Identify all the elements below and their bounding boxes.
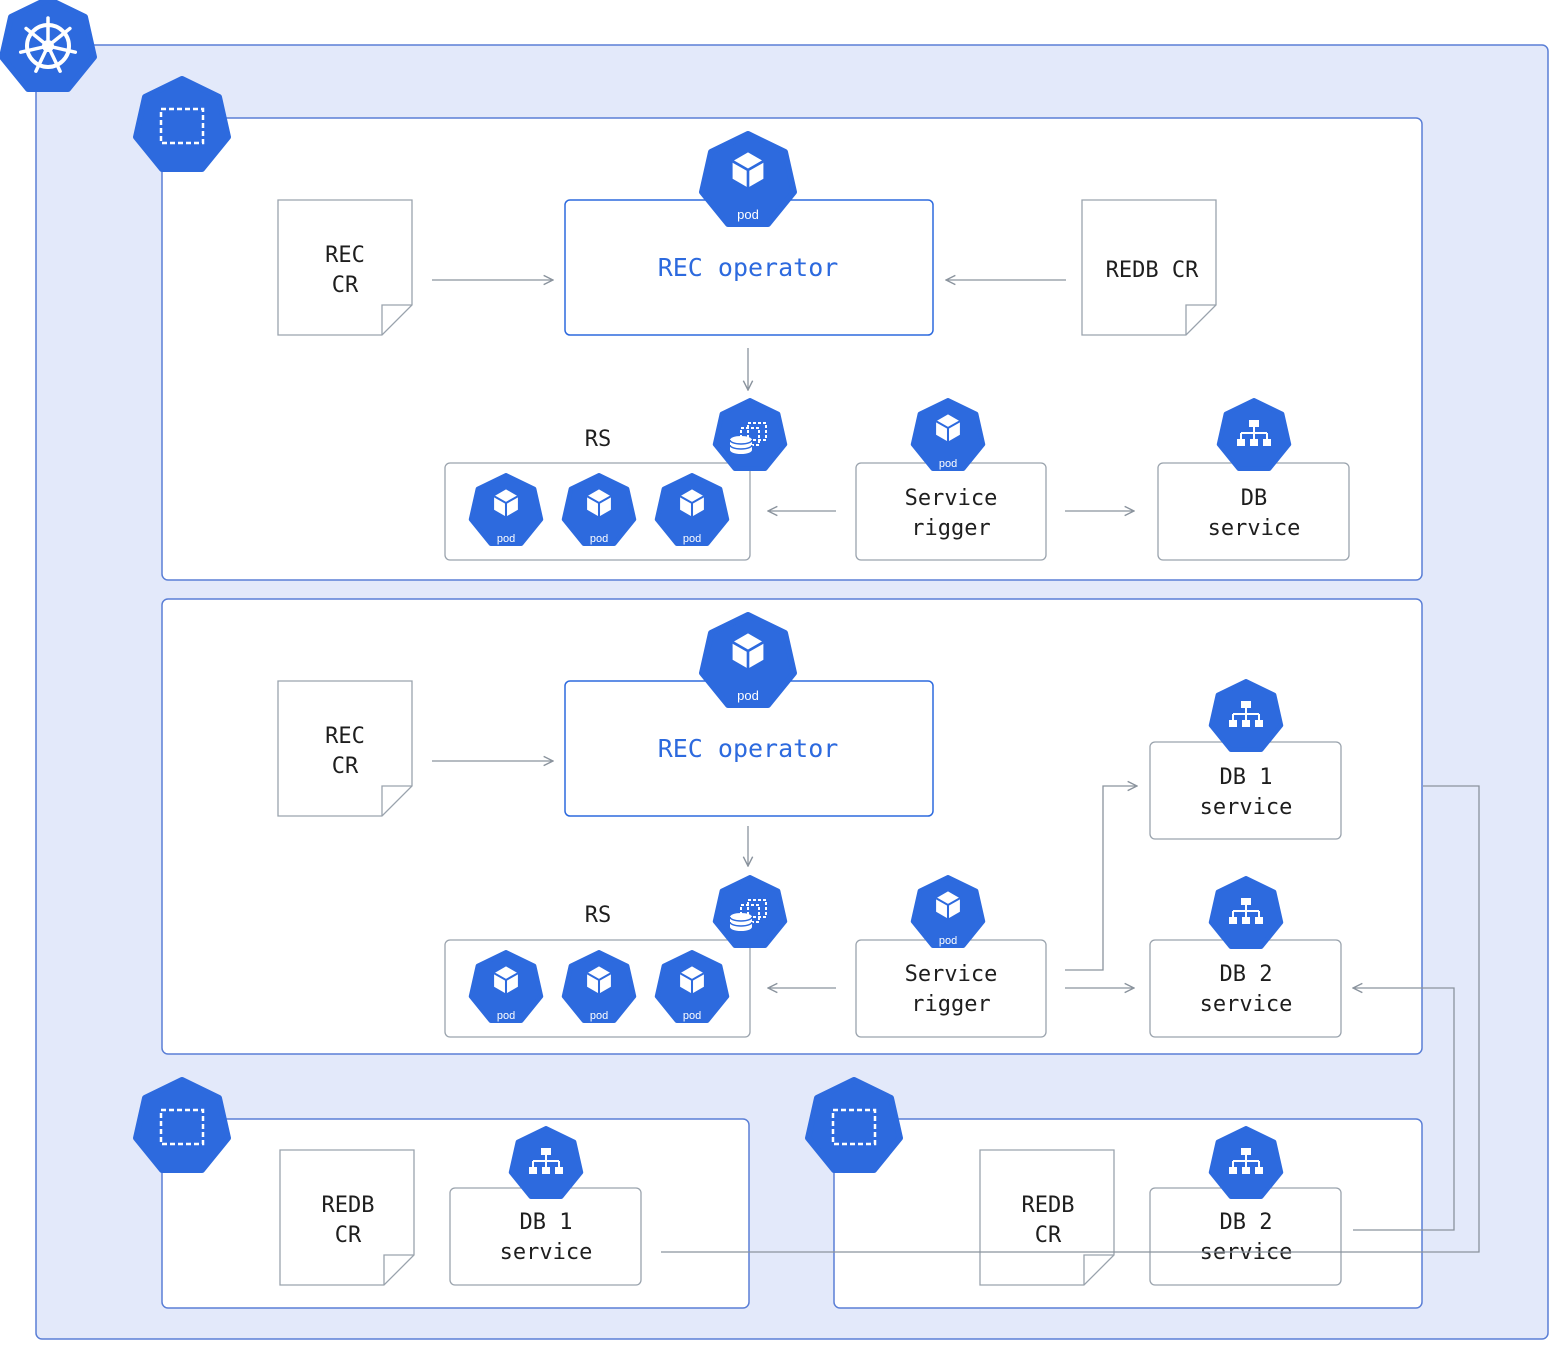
rec-cr-b-line2: CR: [332, 754, 359, 779]
rec-operator-box: REC operator: [564, 199, 934, 336]
service-rigger-b-pod-label: pod: [939, 935, 957, 947]
service-network-icon: [1211, 681, 1281, 749]
redb-cr-c-line2: CR: [335, 1223, 362, 1248]
statefulset-icon: [715, 877, 785, 945]
rs-pod-1: pod: [471, 475, 541, 545]
rs-b-pod-2: pod: [564, 952, 634, 1022]
rs-label: RS: [585, 427, 612, 452]
db2-service-b-line1: DB 2: [1220, 962, 1273, 987]
redb-cr-d-line2: CR: [1035, 1223, 1062, 1248]
db-service-line2: service: [1208, 516, 1301, 541]
redb-cr-label: REDB CR: [1106, 258, 1199, 283]
operator-pod-label: pod: [737, 207, 759, 222]
db1-service-b-line2: service: [1200, 795, 1293, 820]
db2-service-d-line1: DB 2: [1220, 1210, 1273, 1235]
namespace-icon: [136, 1080, 228, 1170]
redb-cr-d-line1: REDB: [1022, 1193, 1075, 1218]
service-network-icon: [1219, 400, 1289, 468]
namespace-d: REDB CR DB 2 service: [808, 1080, 1423, 1309]
db-service-line1: DB: [1241, 486, 1268, 511]
service-rigger-b-pod-icon: pod: [913, 877, 983, 947]
rs-pod-2: pod: [564, 475, 634, 545]
rs-b-pod-3-label: pod: [683, 1010, 701, 1022]
db1-service-c-line2: service: [500, 1240, 593, 1265]
db1-service-box-c: DB 1 service: [449, 1187, 642, 1286]
redb-cr-document-c: REDB CR: [279, 1149, 415, 1286]
rec-operator-b-label: REC operator: [658, 734, 839, 763]
db1-service-c-line1: DB 1: [520, 1210, 573, 1235]
db1-service-box-b: DB 1 service: [1149, 741, 1342, 840]
service-rigger-line1: Service: [905, 486, 998, 511]
rec-cr-label-line1: REC: [325, 243, 365, 268]
namespace-c: REDB CR DB 1 service: [136, 1080, 750, 1309]
pod-cube-icon: pod: [702, 615, 794, 705]
db2-service-b-line2: service: [1200, 992, 1293, 1017]
service-rigger-line2: rigger: [911, 516, 990, 541]
connector-db2-d-to-db2-b: [1353, 988, 1455, 1231]
service-rigger-pod-label: pod: [939, 458, 957, 470]
rec-cr-label-line2: CR: [332, 273, 359, 298]
rs-pod-1-label: pod: [497, 533, 515, 545]
rs-b-pod-1: pod: [471, 952, 541, 1022]
rs-b-pod-3: pod: [657, 952, 727, 1022]
rs-b-pod-1-label: pod: [497, 1010, 515, 1022]
service-rigger-b-line1: Service: [905, 962, 998, 987]
service-rigger-pod-icon: pod: [913, 400, 983, 470]
kubernetes-helm-icon: [2, 0, 94, 89]
service-rigger-box: Service rigger: [855, 462, 1047, 561]
pod-cube-icon: pod: [702, 134, 794, 224]
statefulset-icon: [715, 400, 785, 468]
rec-cr-document: REC CR: [277, 199, 413, 336]
db1-service-b-line1: DB 1: [1220, 765, 1273, 790]
rs-pod-2-label: pod: [590, 533, 608, 545]
service-network-icon: [1211, 878, 1281, 946]
rec-cr-b-line1: REC: [325, 724, 365, 749]
db-service-box: DB service: [1157, 462, 1350, 561]
rs-pod-3-label: pod: [683, 533, 701, 545]
redb-cr-c-line1: REDB: [322, 1193, 375, 1218]
rec-cr-document-b: REC CR: [277, 680, 413, 817]
connector-db1-b-to-db1-c: [661, 785, 1480, 1253]
service-network-icon: [1211, 1128, 1281, 1196]
service-network-icon: [511, 1128, 581, 1196]
namespace-icon: [136, 79, 228, 169]
namespace-a: REC CR REC operator pod REDB CR RS: [136, 79, 1423, 581]
arrow-rigger-b-to-db1: [1065, 786, 1137, 971]
rs-pod-3: pod: [657, 475, 727, 545]
redb-cr-document: REDB CR: [1081, 199, 1217, 336]
operator-b-pod-label: pod: [737, 688, 759, 703]
rs-b-label: RS: [585, 903, 612, 928]
namespace-icon: [808, 1080, 900, 1170]
rec-operator-label: REC operator: [658, 253, 839, 282]
namespace-b: REC CR REC operator pod RS: [161, 598, 1423, 1055]
redb-cr-document-d: REDB CR: [979, 1149, 1115, 1286]
db2-service-box-d: DB 2 service: [1149, 1187, 1342, 1286]
db2-service-box-b: DB 2 service: [1149, 939, 1342, 1038]
rec-operator-box-b: REC operator: [564, 680, 934, 817]
rs-b-pod-2-label: pod: [590, 1010, 608, 1022]
service-rigger-b-line2: rigger: [911, 992, 990, 1017]
service-rigger-box-b: Service rigger: [855, 939, 1047, 1038]
